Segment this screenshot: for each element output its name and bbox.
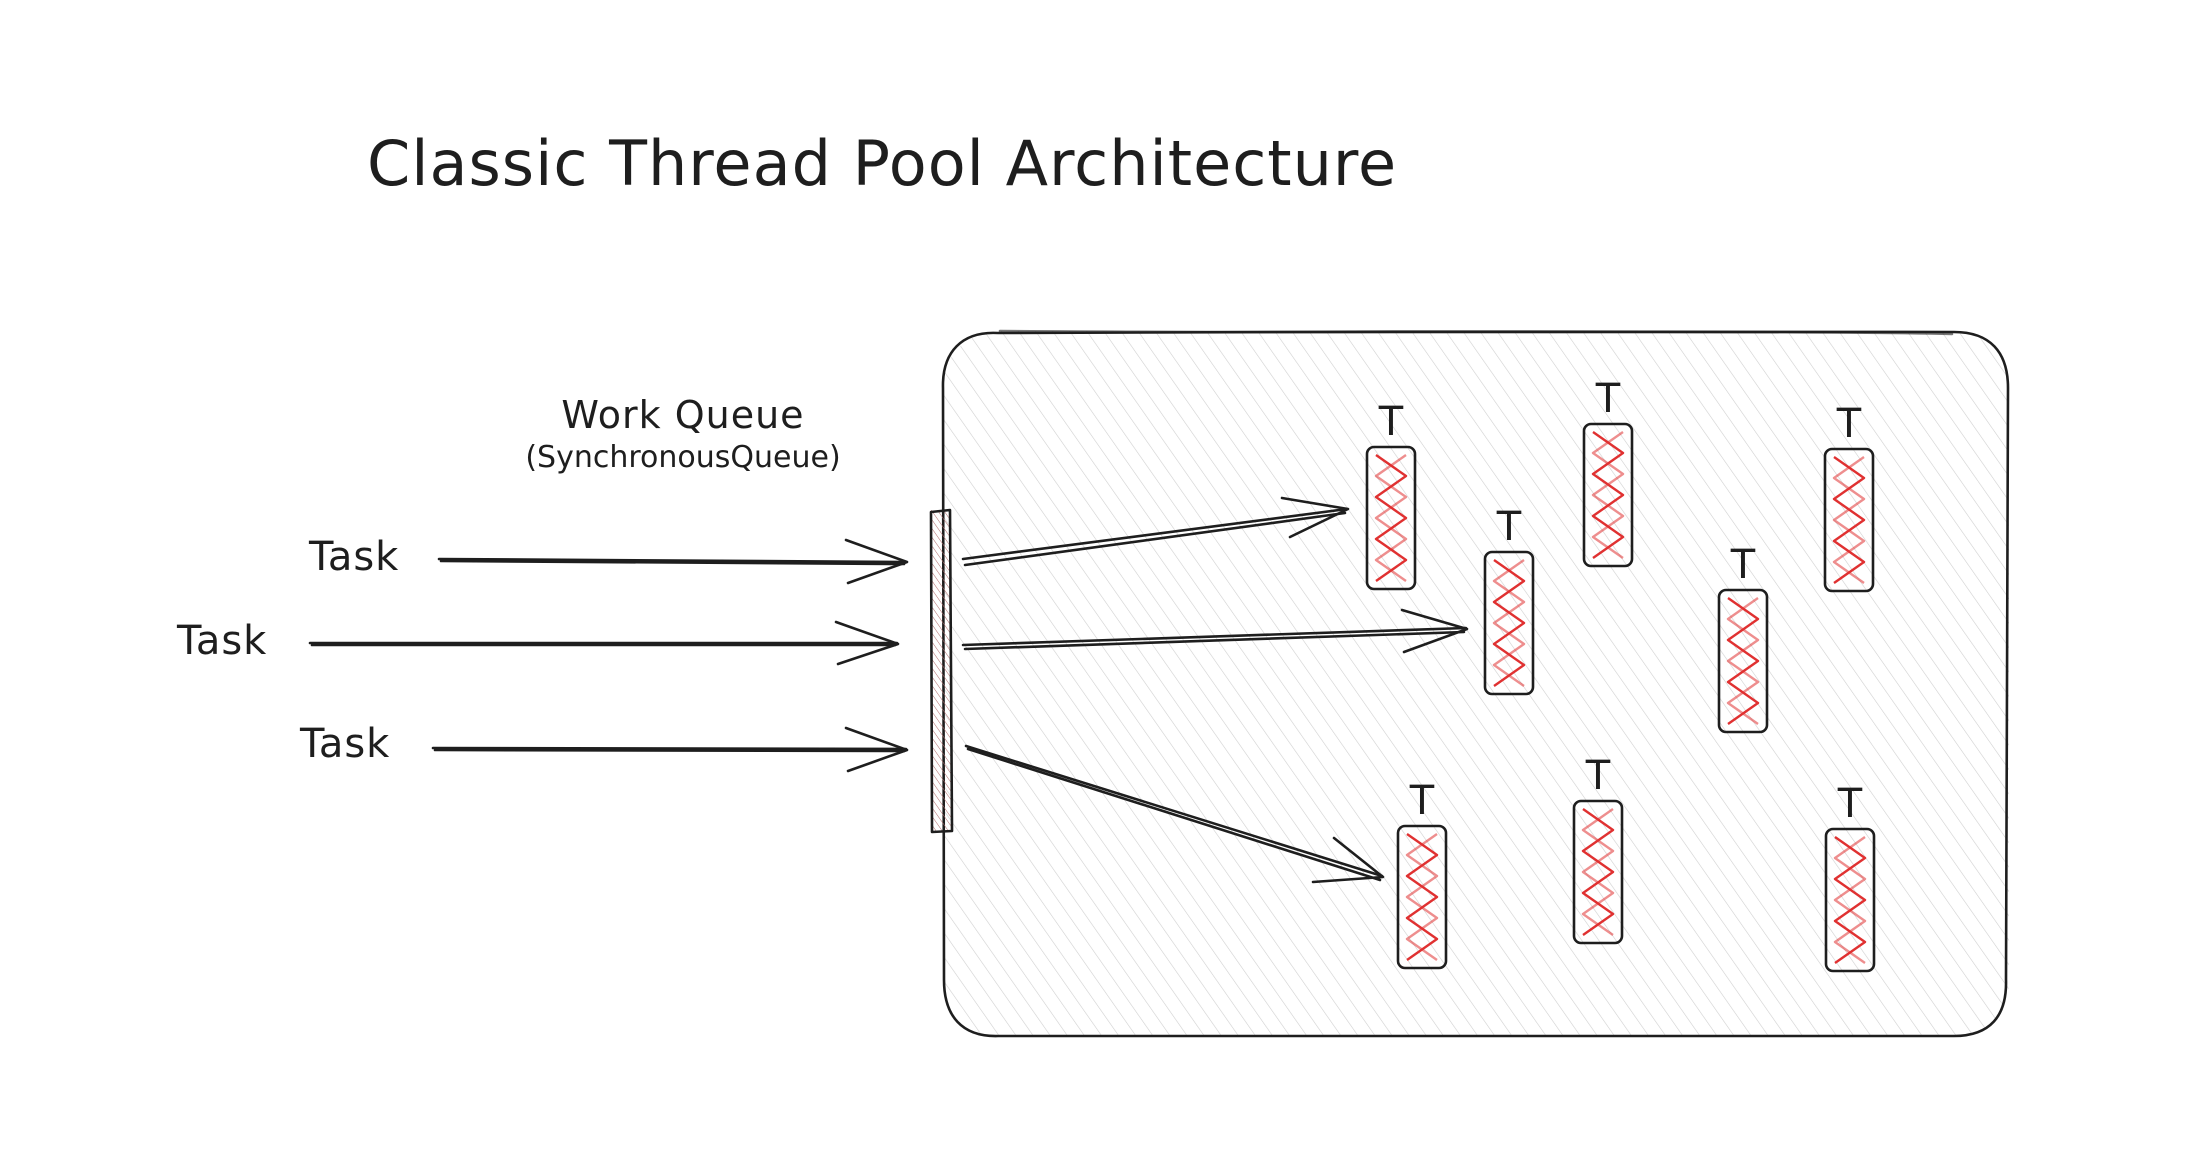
thread-wave (1832, 456, 1866, 584)
thread-capsule (1572, 799, 1624, 945)
work-queue-bar (929, 508, 954, 834)
thread-capsule (1365, 445, 1417, 591)
thread-capsule (1483, 550, 1535, 696)
work-queue-label: Work Queue (561, 393, 804, 437)
thread-1: T (1365, 399, 1417, 591)
diagram-title: Classic Thread Pool Architecture (367, 127, 1397, 200)
thread-wave-secondary (1833, 836, 1867, 964)
thread-wave (1374, 454, 1408, 582)
thread-wave-secondary (1832, 456, 1866, 584)
thread-label: T (1585, 753, 1611, 799)
task-arrow-3 (431, 726, 909, 773)
thread-wave-secondary (1591, 431, 1625, 559)
thread-3: T (1823, 401, 1875, 593)
thread-capsule (1823, 447, 1875, 593)
thread-2: T (1582, 376, 1634, 568)
task-label-2: Task (176, 618, 267, 664)
thread-wave-secondary (1492, 559, 1526, 687)
dispatch-arrow-1 (961, 496, 1350, 567)
thread-label: T (1836, 401, 1862, 447)
thread-wave (1492, 559, 1526, 687)
thread-wave (1726, 597, 1760, 725)
thread-label: T (1837, 781, 1863, 827)
thread-4: T (1483, 504, 1535, 696)
thread-label: T (1409, 778, 1435, 824)
thread-capsule (1824, 827, 1876, 973)
thread-wave (1591, 431, 1625, 559)
thread-label: T (1595, 376, 1621, 422)
thread-7: T (1572, 753, 1624, 945)
task-label-1: Task (308, 534, 399, 580)
thread-5: T (1717, 542, 1769, 734)
task-label-3: Task (299, 721, 390, 767)
thread-wave-secondary (1581, 808, 1615, 936)
task-arrow-2 (308, 620, 900, 666)
dispatch-arrow-2 (961, 608, 1469, 654)
task-arrow-1 (437, 538, 909, 585)
thread-label: T (1378, 399, 1404, 445)
thread-pool (941, 329, 2010, 1038)
thread-wave-secondary (1726, 597, 1760, 725)
thread-wave (1581, 808, 1615, 936)
thread-wave (1405, 833, 1439, 961)
thread-8: T (1824, 781, 1876, 973)
thread-capsule (1396, 824, 1448, 970)
thread-capsule (1717, 588, 1769, 734)
thread-capsule (1582, 422, 1634, 568)
thread-label: T (1730, 542, 1756, 588)
dispatch-arrow-3 (964, 744, 1385, 884)
thread-6: T (1396, 778, 1448, 970)
thread-group: T T T T T T T T (1365, 376, 1876, 973)
thread-wave-secondary (1405, 833, 1439, 961)
thread-wave-secondary (1374, 454, 1408, 582)
thread-label: T (1496, 504, 1522, 550)
work-queue-sublabel: (SynchronousQueue) (525, 440, 840, 475)
thread-wave (1833, 836, 1867, 964)
